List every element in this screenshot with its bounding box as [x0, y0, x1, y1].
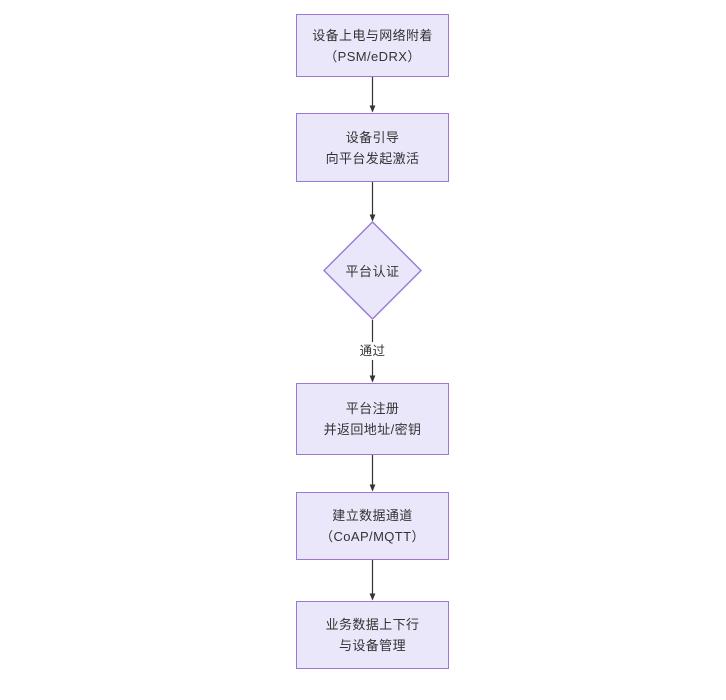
diamond-shape — [323, 221, 422, 320]
node-label-line1: 平台注册 — [345, 401, 400, 416]
node-label-line2: 与设备管理 — [338, 638, 406, 653]
edge-label-pass: 通过 — [356, 342, 389, 360]
node-label-line1: 建立数据通道 — [332, 508, 413, 523]
node-label-line1: 设备上电与网络附着 — [312, 27, 433, 43]
node-platform-authentication[interactable]: 平台认证 — [323, 221, 422, 320]
node-establish-data-channel[interactable]: 建立数据通道 （CoAP/MQTT） — [296, 492, 449, 560]
node-platform-registration[interactable]: 平台注册 并返回地址/密钥 — [296, 383, 449, 455]
node-label-line1: 业务数据上下行 — [325, 617, 420, 632]
node-business-data-and-device-management[interactable]: 业务数据上下行 与设备管理 — [296, 601, 449, 669]
node-label-line2: 并返回地址/密钥 — [323, 422, 422, 437]
node-label-line2: （PSM/eDRX） — [324, 48, 421, 64]
node-label-line1: 平台认证 — [345, 264, 400, 279]
node-device-bootstrap[interactable]: 设备引导 向平台发起激活 — [296, 113, 449, 182]
node-label-line2: 向平台发起激活 — [325, 150, 420, 166]
node-label-line2: （CoAP/MQTT） — [320, 529, 425, 544]
node-device-power-on[interactable]: 设备上电与网络附着 （PSM/eDRX） — [296, 14, 449, 77]
node-label-line1: 设备引导 — [345, 129, 400, 145]
